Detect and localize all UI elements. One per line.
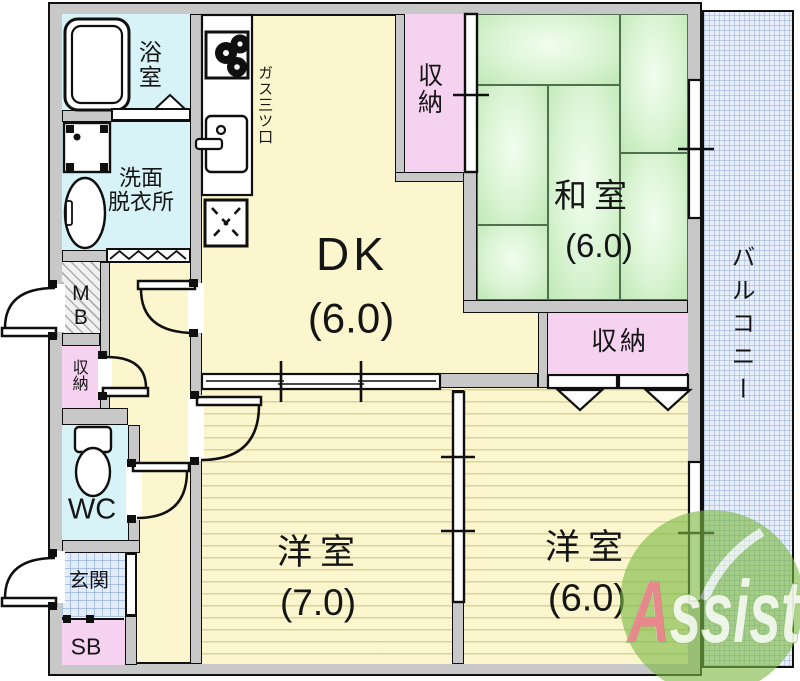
label-balcony: バルコニー: [726, 244, 754, 410]
room-shoebox: [62, 620, 125, 665]
room-storage-mid: [548, 312, 688, 373]
label-washroom: 洗面 脱衣所: [108, 166, 174, 214]
tatami-mat: [620, 153, 688, 300]
door-opening: [188, 395, 204, 461]
tatami-mat: [620, 14, 688, 153]
room-genkan: [62, 553, 125, 617]
genkan-step: [125, 553, 137, 616]
label-washroom-line2: 脱衣所: [107, 189, 175, 214]
door-opening: [126, 463, 142, 520]
door-mb-exterior: [0, 280, 58, 340]
label-gas-stove: ガス三ツ口: [256, 65, 274, 145]
label-washroom-line1: 洗面: [118, 165, 164, 191]
door-hall-to-dk: [136, 279, 198, 337]
room-bedroom-7: [202, 389, 452, 664]
tatami-mat: [477, 225, 548, 300]
label-dk: DK: [316, 228, 388, 281]
label-bedroom6-size: (6.0): [547, 577, 627, 620]
label-washitsu: 和室: [554, 177, 634, 215]
door-entrance: [0, 549, 58, 610]
label-storage-hall: 収納: [69, 359, 87, 391]
door-opening: [98, 357, 112, 395]
folding-doors-storage-mid: [546, 373, 693, 412]
folding-door-zigzag: [106, 248, 191, 263]
door-wc: [127, 459, 191, 523]
room-meter-box: [62, 262, 100, 333]
sliding-door-bedrooms: [441, 390, 475, 604]
label-storage-top: 収納: [414, 62, 443, 116]
bath-door: [111, 93, 191, 121]
washbasin-icon: [63, 176, 107, 250]
tatami-mat: [477, 14, 620, 85]
label-shoebox: SB: [70, 633, 102, 660]
door-opening: [45, 551, 65, 603]
wall: [538, 312, 548, 388]
wall: [62, 408, 128, 425]
window-washitsu: [678, 78, 714, 220]
label-bedroom6: 洋室: [544, 528, 632, 568]
door-opening: [45, 284, 65, 332]
label-bath: 浴室: [135, 40, 162, 90]
label-bedroom7: 洋室: [276, 533, 364, 573]
door-opening: [188, 283, 204, 333]
genkan-sb-divider: [62, 615, 124, 623]
toilet-icon: [73, 425, 113, 498]
kitchen-counter: [194, 13, 254, 197]
label-washitsu-size: (6.0): [565, 227, 633, 265]
wall: [190, 14, 202, 664]
label-mb: MB: [69, 282, 93, 330]
wall: [125, 616, 137, 665]
window-bedroom6: [678, 460, 714, 603]
sliding-door-dk-bedroom7: [200, 361, 442, 402]
door-hall-storage: [98, 351, 150, 400]
washing-machine-icon: [62, 121, 112, 174]
label-wc: WC: [67, 493, 117, 526]
label-bedroom7-size: (7.0): [279, 582, 357, 624]
label-dk-size: (6.0): [307, 294, 395, 342]
room-storage-hall: [62, 346, 100, 408]
wall: [62, 540, 140, 553]
room-storage-top: [405, 14, 465, 172]
tatami-mat: [548, 85, 620, 300]
refrigerator-space-icon: [203, 198, 249, 248]
bathtub-icon: [63, 17, 131, 112]
door-hall-to-bedroom7: [190, 391, 263, 465]
tatami-mat: [477, 85, 548, 225]
label-genkan: 玄関: [69, 570, 109, 593]
sliding-door-closet-washitsu: [453, 12, 489, 174]
label-storage-mid: 収納: [590, 325, 650, 356]
wall: [463, 300, 688, 313]
wall: [62, 333, 100, 346]
